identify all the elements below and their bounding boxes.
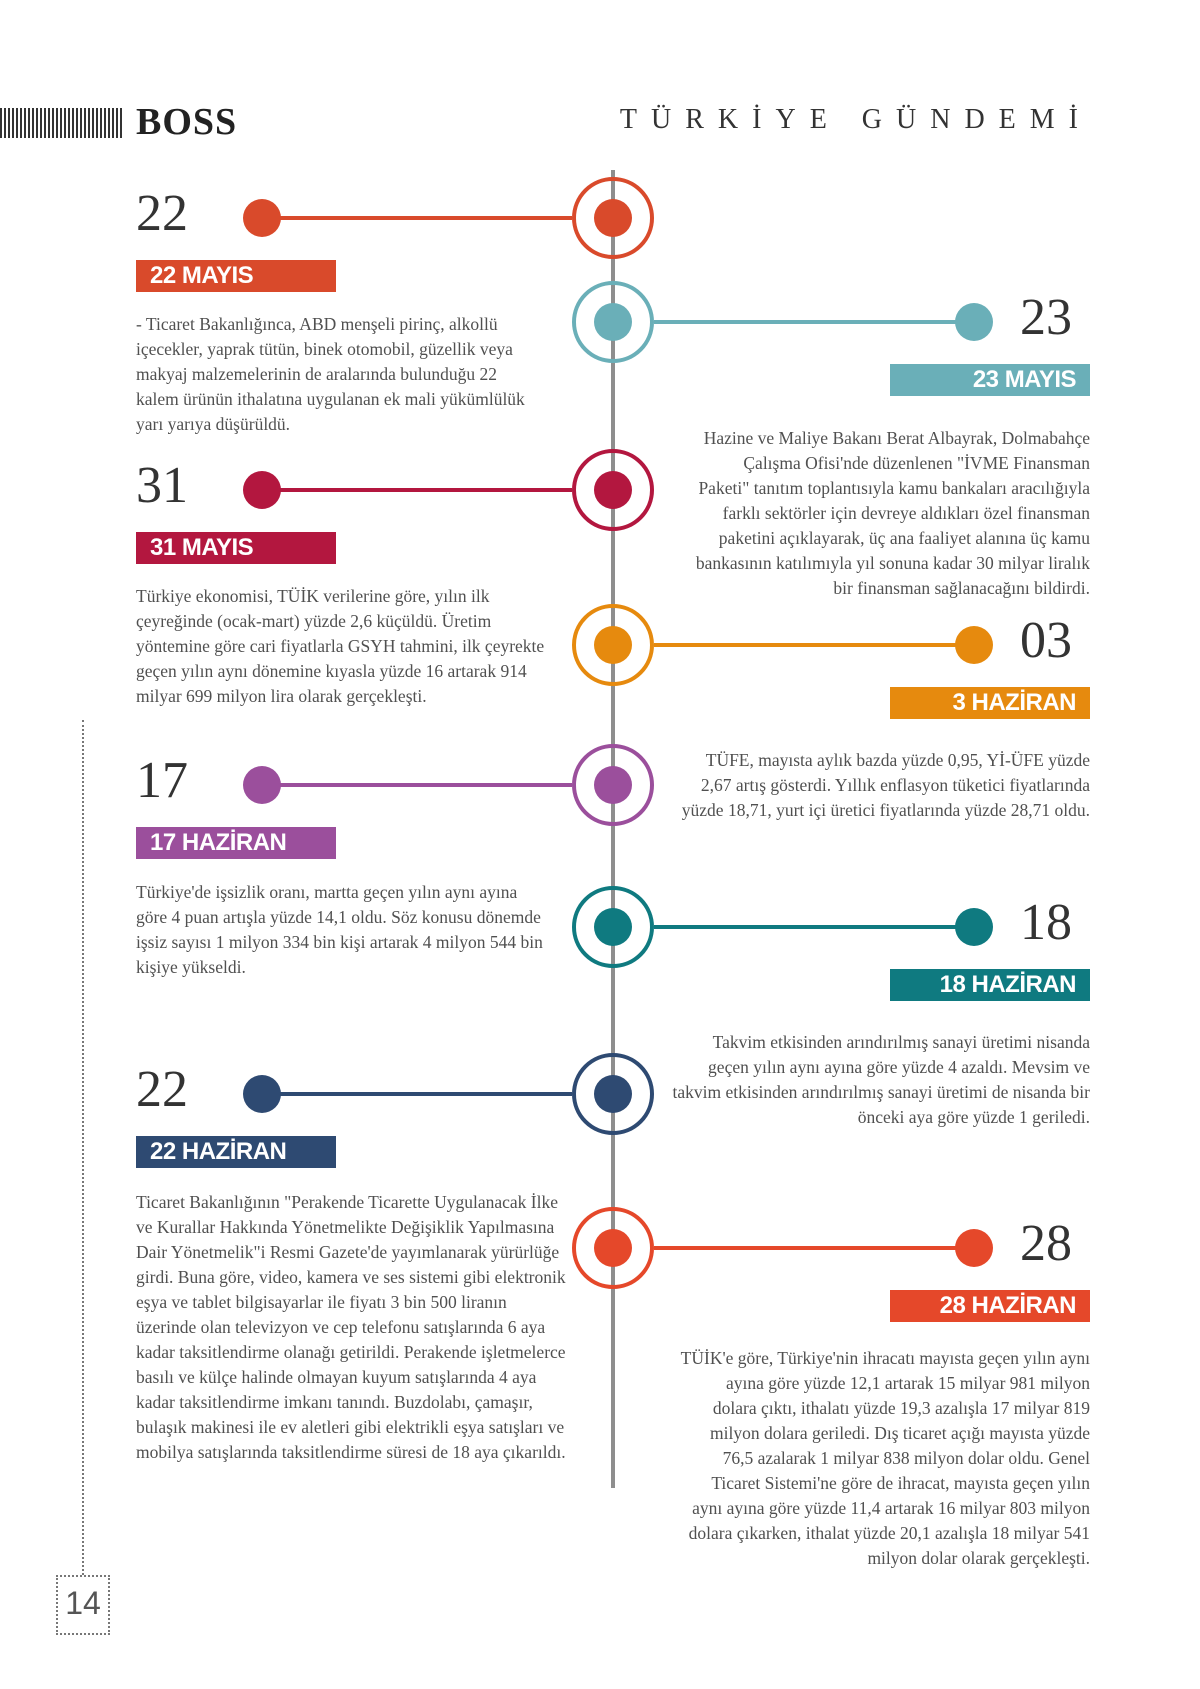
timeline-ring — [572, 1207, 654, 1289]
timeline-ring — [572, 449, 654, 531]
event-text: Takvim etkisinden arındırılmış sanayi ür… — [672, 1032, 1090, 1127]
date-label-bar: 3 HAZİRAN — [890, 687, 1090, 719]
timeline-connector — [262, 783, 572, 787]
day-number: 03 — [1020, 612, 1072, 669]
event-text: Ticaret Bakanlığının "Perakende Ticarett… — [136, 1192, 566, 1462]
timeline-end-dot — [243, 199, 281, 237]
date-label-bar: 22 MAYIS — [136, 260, 336, 292]
timeline-end-dot — [955, 908, 993, 946]
day-number: 18 — [1020, 894, 1072, 951]
date-label-bar: 22 HAZİRAN — [136, 1136, 336, 1168]
page-number: 14 — [65, 1585, 101, 1621]
timeline-end-dot — [955, 626, 993, 664]
timeline-connector — [262, 488, 572, 492]
day-number: 17 — [136, 752, 188, 809]
timeline-end-dot — [955, 303, 993, 341]
timeline-end-dot — [955, 1229, 993, 1267]
section-title: TÜRKİYE GÜNDEMİ — [619, 104, 1092, 135]
timeline-end-dot — [243, 766, 281, 804]
timeline-connector — [654, 643, 970, 647]
event-text: Türkiye'de işsizlik oranı, martta geçen … — [136, 882, 543, 977]
event-text: - Ticaret Bakanlığınca, ABD menşeli piri… — [136, 314, 525, 434]
timeline-node — [594, 766, 632, 804]
timeline-node — [594, 908, 632, 946]
timeline-ring — [572, 604, 654, 686]
timeline-end-dot — [243, 1075, 281, 1113]
event-text: TÜİK'e göre, Türkiye'nin ihracatı mayıst… — [680, 1348, 1090, 1568]
event-text: Hazine ve Maliye Bakanı Berat Albayrak, … — [695, 428, 1090, 598]
timeline-connector — [654, 1246, 970, 1250]
timeline-connector — [654, 925, 970, 929]
event-text: TÜFE, mayısta aylık bazda yüzde 0,95, Yİ… — [681, 750, 1090, 820]
timeline-connector — [262, 1092, 572, 1096]
timeline-ring — [572, 744, 654, 826]
timeline-ring — [572, 281, 654, 363]
day-number: 28 — [1020, 1215, 1072, 1272]
timeline-node — [594, 471, 632, 509]
timeline-node — [594, 626, 632, 664]
page-number-box — [56, 1575, 110, 1635]
day-number: 23 — [1020, 289, 1072, 346]
date-label-bar: 23 MAYIS — [890, 364, 1090, 396]
timeline-node — [594, 199, 632, 237]
date-label-bar: 17 HAZİRAN — [136, 827, 336, 859]
timeline-spine — [611, 170, 615, 1488]
timeline-connector — [654, 320, 970, 324]
timeline-ring — [572, 886, 654, 968]
timeline-ring — [572, 1053, 654, 1135]
day-number: 31 — [136, 457, 188, 514]
date-label-bar: 31 MAYIS — [136, 532, 336, 564]
event-text: Türkiye ekonomisi, TÜİK verilerine göre,… — [136, 586, 545, 706]
timeline-node — [594, 303, 632, 341]
header-barcode-decoration — [0, 108, 124, 138]
brand-logo: BOSS — [136, 101, 238, 143]
day-number: 22 — [136, 1061, 188, 1118]
date-label-bar: 28 HAZİRAN — [890, 1290, 1090, 1322]
timeline-ring — [572, 177, 654, 259]
page-margin-dotted-line — [82, 720, 84, 1575]
timeline-node — [594, 1075, 632, 1113]
timeline-node — [594, 1229, 632, 1267]
timeline-connector — [262, 216, 572, 220]
date-label-bar: 18 HAZİRAN — [890, 969, 1090, 1001]
timeline-end-dot — [243, 471, 281, 509]
day-number: 22 — [136, 185, 188, 242]
